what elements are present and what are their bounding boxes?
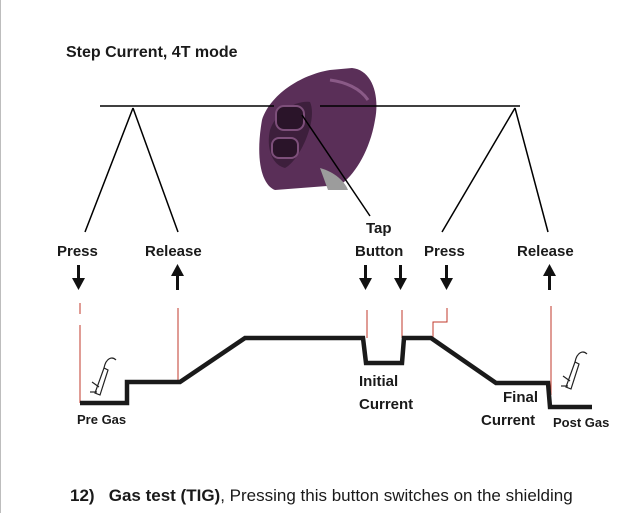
pre-gas-label: Pre Gas	[77, 412, 127, 427]
trigger-lines	[84, 105, 549, 233]
signal-lines	[79, 303, 552, 403]
diagram-heading: Step Current, 4T mode	[66, 44, 238, 61]
initial-label: Initial	[359, 373, 399, 390]
torch-icon-left	[90, 357, 117, 396]
press-arrow-1	[72, 265, 85, 290]
current-curve	[80, 335, 592, 410]
post-gas-label: Post Gas	[553, 415, 610, 430]
torch-trigger-image	[259, 68, 377, 190]
torch-icon-right	[561, 351, 588, 390]
tap-arrow-down-1	[359, 265, 372, 290]
tap-arrow-down-2	[394, 265, 407, 290]
press-label-2: Press	[424, 243, 465, 260]
release-label-2: Release	[517, 243, 574, 260]
initial-current-label: Current	[359, 396, 414, 413]
tap-label: Tap	[366, 220, 392, 237]
button-label: Button	[355, 243, 404, 260]
final-label: Final	[503, 389, 539, 406]
press-arrow-2	[440, 265, 453, 290]
gas-test-paragraph: 12) Gas test (TIG), Pressing this button…	[70, 486, 573, 506]
release-arrow-1	[171, 264, 184, 290]
release-label-1: Release	[145, 243, 202, 260]
paragraph-number: 12)	[70, 486, 95, 505]
release-arrow-2	[543, 264, 556, 290]
final-current-label: Current	[481, 412, 536, 429]
press-label-1: Press	[57, 243, 98, 260]
paragraph-term: Gas test (TIG)	[108, 486, 221, 505]
paragraph-text: , Pressing this button switches on the s…	[220, 486, 573, 505]
page-left-border	[0, 0, 1, 513]
